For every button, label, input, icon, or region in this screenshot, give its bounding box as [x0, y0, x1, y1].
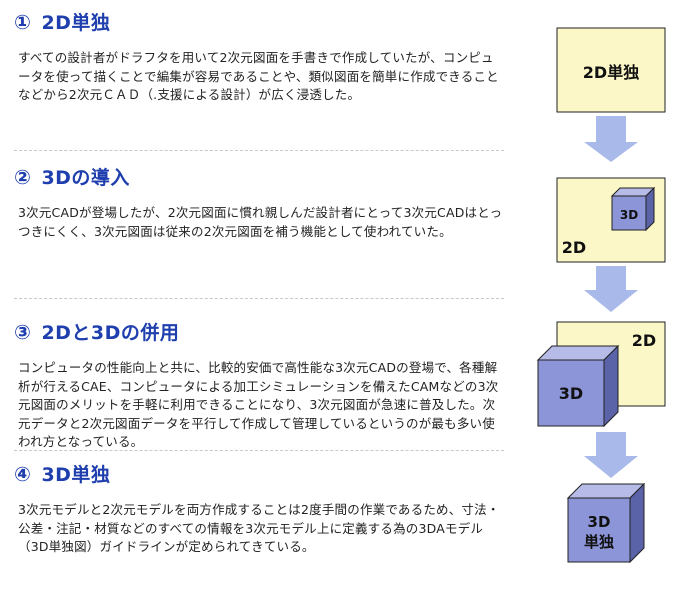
down-arrow-icon	[584, 266, 638, 312]
paper-sheet	[556, 27, 666, 113]
section-title: ② 3Dの導入	[14, 163, 504, 190]
section-title: ① 2D単独	[14, 8, 504, 35]
section-heading: 2D単独	[41, 12, 111, 34]
step2-2d-label: 2D	[562, 238, 586, 257]
divider	[14, 450, 504, 451]
step4-label-line2: 単独	[584, 533, 614, 551]
section-2d-only: ① 2D単独 すべての設計者がドラフタを用いて2次元図面を手書きで作成していたが…	[14, 8, 504, 105]
step2-3d-label: 3D	[620, 208, 638, 222]
divider	[14, 150, 504, 151]
section-body: すべての設計者がドラフタを用いて2次元図面を手書きで作成していたが、コンピュータ…	[18, 50, 499, 102]
section-number: ③	[14, 319, 32, 344]
step1-label: 2D単独	[583, 63, 639, 82]
divider	[14, 298, 504, 299]
step1-2d-paper: 2D単独	[556, 27, 666, 113]
section-number: ④	[14, 461, 32, 486]
section-number: ②	[14, 164, 32, 189]
section-body: 3次元CADが登場したが、2次元図面に慣れ親しんだ設計者にとって3次元CADはと…	[18, 205, 503, 239]
section-2d-3d-combined: ③ 2Dと3Dの併用 コンピュータの性能向上と共に、比較的安価で高性能な3次元C…	[14, 318, 504, 452]
section-heading: 3Dの導入	[41, 167, 130, 189]
final-cube-icon: 3D 単独	[566, 482, 646, 564]
cad-evolution-diagram: 2D単独 3D 2D 2D 3D 3D	[536, 27, 666, 564]
step4-label-line1: 3D	[588, 513, 611, 531]
down-arrow-icon	[584, 432, 638, 478]
section-3d-only: ④ 3D単独 3次元モデルと2次元モデルを両方作成することは2度手間の作業である…	[14, 460, 504, 557]
section-title: ③ 2Dと3Dの併用	[14, 318, 504, 345]
step2-2d-with-3d: 3D 2D	[556, 177, 666, 263]
section-3d-introduction: ② 3Dの導入 3次元CADが登場したが、2次元図面に慣れ親しんだ設計者にとって…	[14, 163, 504, 241]
step4-3d-only: 3D 単独	[566, 482, 646, 564]
small-cube-icon: 3D	[610, 186, 656, 232]
section-number: ①	[14, 9, 32, 34]
section-title: ④ 3D単独	[14, 460, 504, 487]
step3-2d-and-3d: 2D 3D	[536, 321, 666, 428]
step3-3d-label: 3D	[559, 384, 583, 403]
section-body: 3次元モデルと2次元モデルを両方作成することは2度手間の作業であるため、寸法・公…	[18, 502, 500, 554]
down-arrow-icon	[584, 116, 638, 162]
section-heading: 3D単独	[41, 464, 111, 486]
step3-2d-label: 2D	[632, 331, 656, 350]
large-cube-icon: 3D	[536, 344, 620, 428]
section-body: コンピュータの性能向上と共に、比較的安価で高性能な3次元CADの登場で、各種解析…	[18, 360, 499, 449]
section-heading: 2Dと3Dの併用	[41, 322, 180, 344]
